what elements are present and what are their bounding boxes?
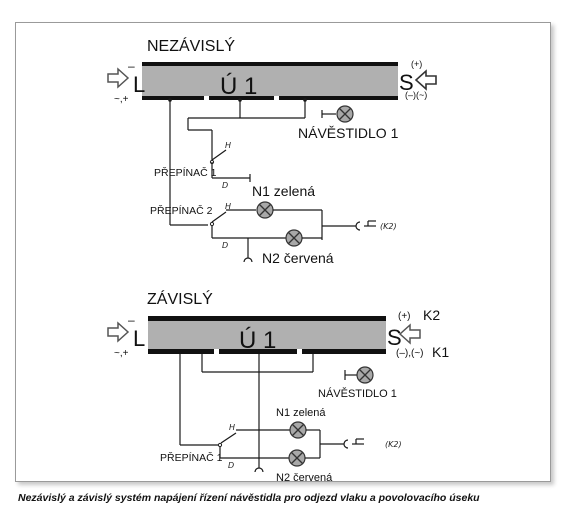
title-dependent: ZÁVISLÝ [147, 289, 213, 308]
section-label: Ú 1 [239, 327, 276, 354]
right-polarity-bottom: (–),(~) [396, 348, 424, 359]
rail-top [142, 62, 398, 66]
right-end-letter: S [387, 325, 402, 350]
left-end-letter: L [133, 72, 145, 97]
contact-d-label: D [222, 241, 228, 250]
contact-h-label: H [229, 423, 235, 432]
lamp1-label: N1 zelená [276, 407, 326, 419]
switch-label: PŘEPÍNAČ 1 [160, 451, 223, 464]
right-k-top: K2 [423, 307, 440, 323]
rail-bottom [142, 96, 398, 100]
insulated-joint [297, 349, 302, 354]
contact-h-label: H [225, 141, 231, 150]
right-end-letter: S [399, 70, 414, 95]
right-polarity-top: (+) [398, 311, 411, 322]
left-polarity-top: – [128, 313, 135, 327]
insulated-joint [274, 96, 279, 100]
ground-label: (K2) [380, 222, 397, 231]
left-end-letter: L [133, 326, 145, 351]
diagram-independent: NEZÁVISLÝ Ú 1 L – ~,+ S (+) (–)(~) [107, 36, 437, 266]
arrow-right-icon [107, 67, 130, 89]
track-section [142, 66, 398, 96]
figure-caption: Nezávislý a závislý systém napájení říze… [18, 492, 480, 504]
lamp-green-icon [289, 421, 307, 439]
rail-top [148, 316, 386, 321]
switch2-label: PŘEPÍNAČ 2 [150, 204, 213, 217]
arrow-left-icon [398, 323, 421, 345]
right-polarity-top: (+) [411, 59, 422, 69]
title-independent: NEZÁVISLÝ [147, 36, 235, 55]
signal-label: NÁVĚSTIDLO 1 [298, 125, 399, 141]
left-polarity-bottom: ~,+ [114, 348, 129, 359]
left-polarity-top: – [128, 59, 135, 73]
signal-lamp-icon [336, 105, 354, 123]
lamp-red-icon [285, 229, 303, 247]
lamp-red-icon [288, 449, 306, 467]
left-polarity-bottom: ~,+ [114, 94, 129, 105]
insulated-joint [214, 349, 219, 354]
arrow-left-icon [414, 69, 437, 91]
arrow-right-icon [107, 321, 130, 343]
track-section [148, 321, 386, 349]
lamp1-label: N1 zelená [252, 183, 315, 199]
rail-bottom [148, 349, 386, 354]
diagram-dependent: ZÁVISLÝ Ú 1 L – ~,+ S (+) K2 (–),(~) K1 [107, 289, 449, 484]
contact-d-label: D [222, 181, 228, 190]
ground-label: (K2) [385, 440, 402, 449]
lamp-green-icon [256, 201, 274, 219]
contact-d-label: D [228, 461, 234, 470]
signal-lamp-icon [356, 366, 374, 384]
section-label: Ú 1 [220, 73, 257, 100]
insulated-joint [204, 96, 209, 100]
right-polarity-bottom: (–)(~) [405, 90, 427, 100]
switch1-label: PŘEPÍNAČ 1 [154, 166, 217, 179]
lamp2-label: N2 červená [276, 472, 333, 484]
contact-h-label: H [225, 202, 231, 211]
right-k-bottom: K1 [432, 344, 449, 360]
lamp2-label: N2 červená [262, 250, 334, 266]
signal-label: NÁVĚSTIDLO 1 [318, 387, 397, 400]
